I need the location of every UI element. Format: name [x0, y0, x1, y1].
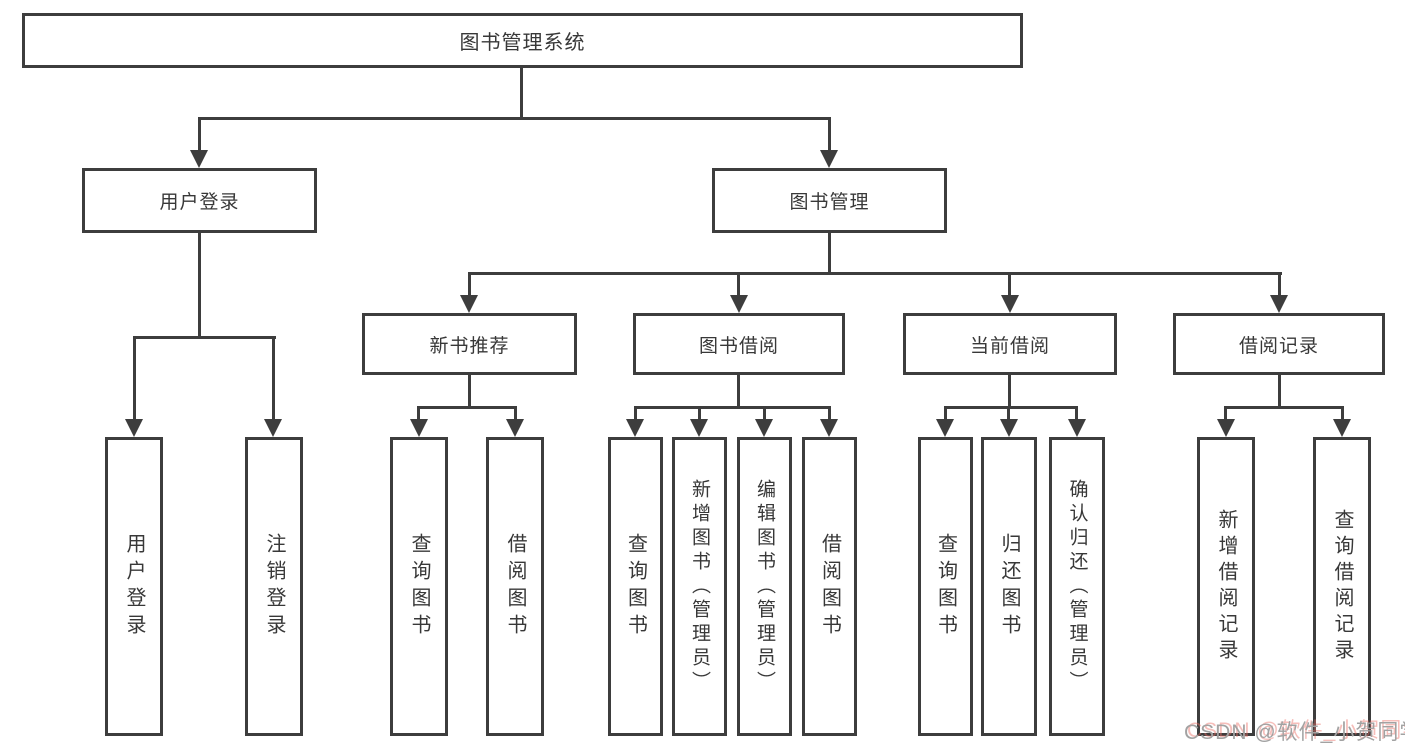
connector-line: [1341, 406, 1344, 422]
connector-arrow: [936, 419, 954, 437]
connector-arrow: [730, 295, 748, 313]
leaf-edit-books-admin: 编辑图书（管理员）: [737, 437, 792, 736]
connector-arrow: [755, 419, 773, 437]
connector-line: [1278, 272, 1281, 298]
leaf-logout: 注销登录: [245, 437, 303, 736]
connector-line: [1224, 406, 1227, 422]
connector-line: [198, 232, 201, 339]
connector-line: [133, 336, 276, 339]
leaf-query-books-borrow: 查询图书: [608, 437, 663, 736]
connector-line: [634, 406, 831, 409]
connector-line: [944, 406, 1078, 409]
csdn-watermark: CSDN @软件_小贺同学: [1184, 721, 1405, 744]
connector-line: [272, 336, 275, 422]
connector-line: [763, 406, 766, 422]
leaf-query-books-current: 查询图书: [918, 437, 973, 736]
leaf-borrow-books: 借阅图书: [802, 437, 857, 736]
node-borrow-records: 借阅记录: [1173, 313, 1385, 375]
connector-line: [1007, 406, 1010, 422]
leaf-add-books-admin: 新增图书（管理员）: [672, 437, 727, 736]
connector-line: [828, 406, 831, 422]
connector-line: [1278, 375, 1281, 409]
connector-line: [1008, 272, 1011, 298]
connector-arrow: [820, 419, 838, 437]
connector-arrow: [410, 419, 428, 437]
connector-arrow: [190, 150, 208, 168]
node-book-borrow: 图书借阅: [633, 313, 845, 375]
connector-arrow: [1217, 419, 1235, 437]
node-user-login: 用户登录: [82, 168, 317, 233]
connector-line: [133, 336, 136, 422]
connector-line: [198, 117, 201, 152]
connector-arrow: [1333, 419, 1351, 437]
connector-arrow: [1270, 295, 1288, 313]
node-book-management: 图书管理: [712, 168, 947, 233]
connector-line: [944, 406, 947, 422]
connector-arrow: [264, 419, 282, 437]
connector-line: [468, 272, 1282, 275]
connector-arrow: [1001, 295, 1019, 313]
leaf-query-borrow-record: 查询借阅记录: [1313, 437, 1371, 736]
connector-line: [737, 272, 740, 298]
connector-line: [514, 406, 517, 422]
connector-arrow: [626, 419, 644, 437]
connector-arrow: [506, 419, 524, 437]
connector-arrow: [1068, 419, 1086, 437]
connector-line: [417, 406, 420, 422]
connector-line: [828, 232, 831, 275]
connector-line: [1008, 375, 1011, 409]
connector-arrow: [1000, 419, 1018, 437]
connector-line: [468, 272, 471, 298]
leaf-confirm-return-admin: 确认归还（管理员）: [1049, 437, 1105, 736]
leaf-query-books-recommend: 查询图书: [390, 437, 448, 736]
connector-line: [1224, 406, 1344, 409]
connector-line: [468, 375, 471, 409]
connector-arrow: [125, 419, 143, 437]
leaf-borrow-books-recommend: 借阅图书: [486, 437, 544, 736]
node-current-borrow: 当前借阅: [903, 313, 1117, 375]
connector-line: [520, 68, 523, 120]
connector-arrow: [460, 295, 478, 313]
leaf-user-login: 用户登录: [105, 437, 163, 736]
connector-line: [1075, 406, 1078, 422]
leaf-add-borrow-record: 新增借阅记录: [1197, 437, 1255, 736]
connector-line: [737, 375, 740, 409]
connector-line: [828, 117, 831, 152]
node-library-management-system: 图书管理系统: [22, 13, 1023, 68]
connector-line: [634, 406, 637, 422]
connector-line: [417, 406, 517, 409]
connector-arrow: [690, 419, 708, 437]
connector-line: [698, 406, 701, 422]
connector-line: [198, 117, 831, 120]
connector-arrow: [820, 150, 838, 168]
node-new-book-recommend: 新书推荐: [362, 313, 577, 375]
leaf-return-books: 归还图书: [981, 437, 1037, 736]
